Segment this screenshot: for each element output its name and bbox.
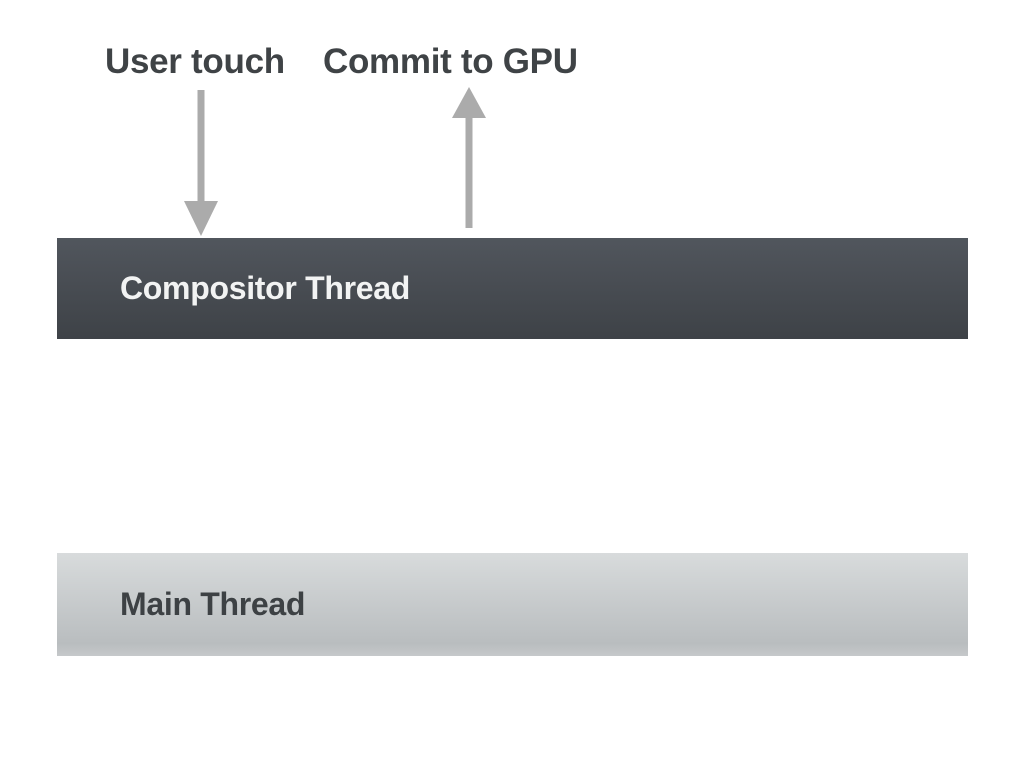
main-thread-bar: Main Thread: [57, 553, 968, 656]
main-thread-label: Main Thread: [120, 586, 306, 622]
arrow-up-icon: [452, 87, 486, 228]
compositor-thread-label: Compositor Thread: [120, 270, 411, 306]
commit-to-gpu-label: Commit to GPU: [323, 42, 578, 81]
arrow-down-icon: [183, 90, 219, 236]
compositor-thread-bar: Compositor Thread: [57, 238, 968, 339]
user-touch-label: User touch: [105, 42, 285, 81]
